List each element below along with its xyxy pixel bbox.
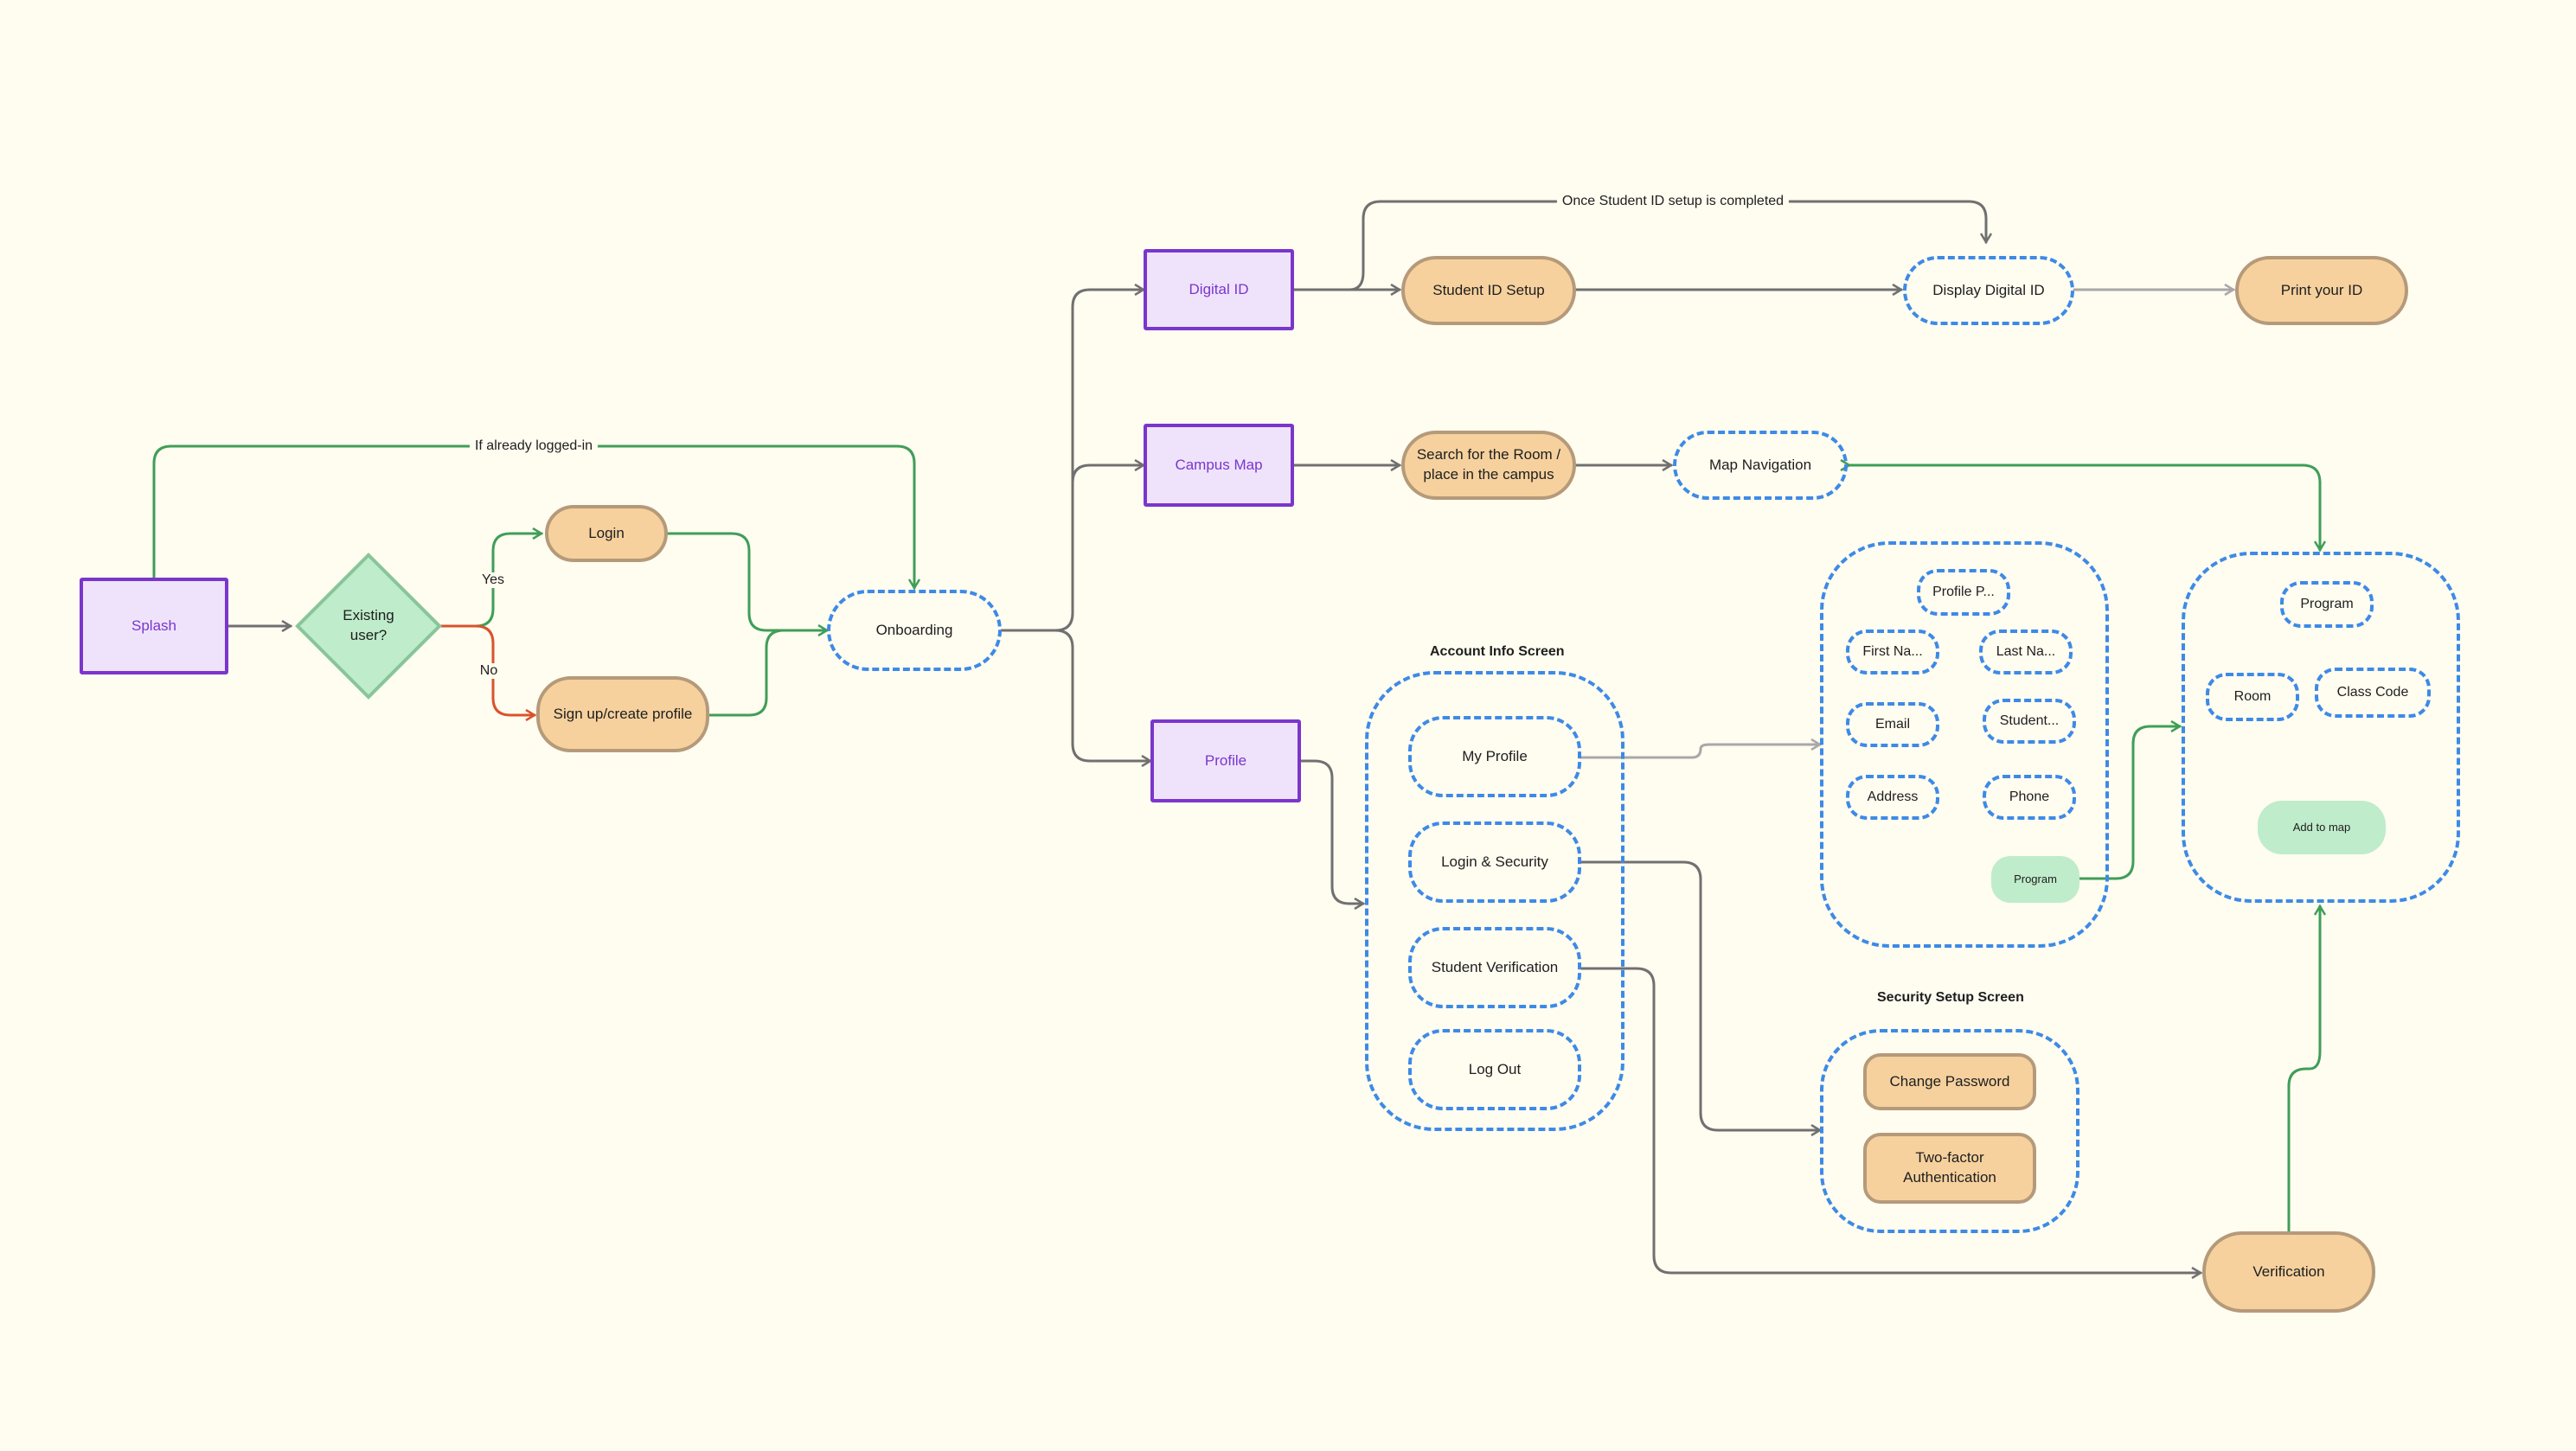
two-factor-node[interactable]: Two-factor Authentication <box>1863 1133 2036 1204</box>
edge-label-logged-in: If already logged-in <box>469 438 599 454</box>
edge-student-verification-to-verification <box>1580 967 2201 1273</box>
edge-onboarding-to-campus-map <box>1071 465 1144 486</box>
account-info-container <box>1365 671 1624 1131</box>
edge-student-id-completed <box>1348 200 1986 291</box>
student-field[interactable]: Student... <box>1983 699 2076 744</box>
edge-onboarding-to-digital-id <box>1000 290 1144 632</box>
profile-details-container <box>1820 541 2109 948</box>
verification-node[interactable]: Verification <box>2202 1231 2375 1313</box>
login-security-node[interactable]: Login & Security <box>1408 821 1581 903</box>
edge-verification-to-program-screen <box>2287 906 2320 1233</box>
two-factor-label: Two-factor Authentication <box>1903 1149 1996 1186</box>
login-node[interactable]: Login <box>545 505 668 562</box>
search-room-node[interactable]: Search for the Room / place in the campu… <box>1401 431 1576 500</box>
splash-node[interactable]: Splash <box>80 578 228 674</box>
edge-map-navigation-to-program-screen <box>1849 465 2320 550</box>
account-info-title: Account Info Screen <box>1430 644 1565 659</box>
class-code-field[interactable]: Class Code <box>2315 668 2431 718</box>
edge-program-to-program-screen <box>2078 726 2180 880</box>
campus-map-node[interactable]: Campus Map <box>1144 424 1294 507</box>
my-profile-node[interactable]: My Profile <box>1408 716 1581 797</box>
digital-id-node[interactable]: Digital ID <box>1144 249 1294 330</box>
onboarding-node[interactable]: Onboarding <box>827 590 1002 671</box>
edge-if-already-logged-in <box>152 444 914 588</box>
profile-picture-field[interactable]: Profile P... <box>1917 569 2010 616</box>
program-badge[interactable]: Program <box>1991 856 2079 903</box>
phone-field[interactable]: Phone <box>1983 775 2076 820</box>
security-setup-title: Security Setup Screen <box>1877 990 2024 1005</box>
display-digital-id-node[interactable]: Display Digital ID <box>1903 256 2074 325</box>
print-id-node[interactable]: Print your ID <box>2235 256 2408 325</box>
program-field[interactable]: Program <box>2280 581 2374 628</box>
edge-profile-to-account-info <box>1299 759 1363 904</box>
room-field[interactable]: Room <box>2206 673 2299 721</box>
change-password-node[interactable]: Change Password <box>1863 1053 2036 1110</box>
map-navigation-node[interactable]: Map Navigation <box>1673 431 1848 500</box>
program-screen-container <box>2182 552 2460 903</box>
edge-label-yes: Yes <box>476 572 510 588</box>
email-field[interactable]: Email <box>1846 702 1939 747</box>
search-room-label: Search for the Room / place in the campu… <box>1416 446 1561 483</box>
edge-my-profile-to-profile-details <box>1580 745 1820 759</box>
profile-node[interactable]: Profile <box>1150 719 1301 802</box>
edge-login-to-onboarding <box>666 532 827 630</box>
edge-label-student-id-completed: Once Student ID setup is completed <box>1556 194 1790 209</box>
edge-signup-to-onboarding <box>708 629 785 717</box>
address-field[interactable]: Address <box>1846 775 1939 820</box>
add-to-map-button[interactable]: Add to map <box>2258 801 2386 854</box>
log-out-node[interactable]: Log Out <box>1408 1029 1581 1110</box>
edge-login-security-to-security-setup <box>1580 860 1820 1130</box>
student-verification-node[interactable]: Student Verification <box>1408 927 1581 1008</box>
edge-label-no: No <box>474 663 503 679</box>
existing-user-label: Existing user? <box>343 607 394 643</box>
security-setup-container <box>1820 1029 2079 1233</box>
student-id-setup-node[interactable]: Student ID Setup <box>1401 256 1576 325</box>
first-name-field[interactable]: First Na... <box>1846 630 1939 674</box>
last-name-field[interactable]: Last Na... <box>1979 630 2073 674</box>
signup-node[interactable]: Sign up/create profile <box>536 676 709 752</box>
edge-onboarding-to-profile <box>1054 629 1150 761</box>
existing-user-decision[interactable]: Existing user? <box>291 548 446 704</box>
